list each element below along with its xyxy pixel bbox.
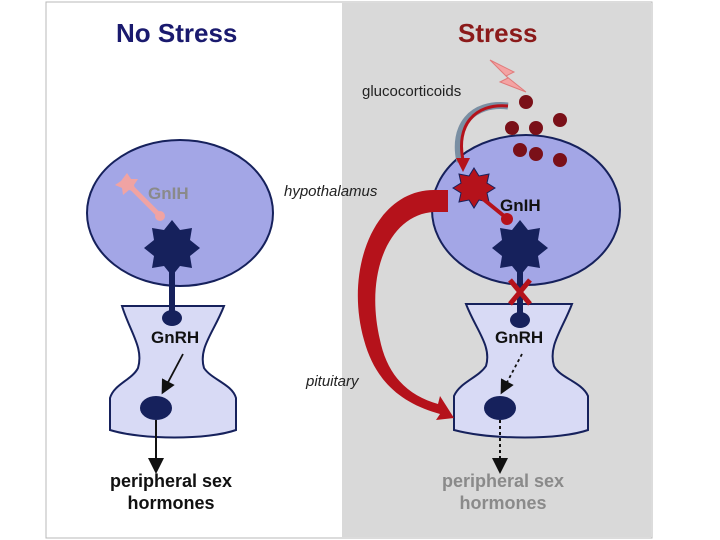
gnrh-terminal-left (162, 310, 182, 326)
gnih-axon-faded (128, 184, 160, 216)
glucocorticoid-molecules (505, 95, 567, 167)
output-left-line2: hormones (127, 493, 215, 513)
glucocorticoid-dot (529, 147, 543, 161)
output-left-line1: peripheral sex (109, 471, 233, 491)
pituitary-label: pituitary (306, 373, 359, 390)
gnrh-neuron-right (492, 220, 548, 276)
gnrh-terminal-right (510, 312, 530, 328)
glucocorticoid-dot (553, 153, 567, 167)
gnrh-release-arrow-left (161, 353, 184, 395)
hypothalamus-left (86, 139, 274, 287)
glucocorticoid-dot (513, 143, 527, 157)
glucocorticoid-dot (519, 95, 533, 109)
gnih-label-left: GnIH (148, 184, 189, 203)
stress-pathway-arrow (357, 190, 454, 420)
gnrh-label-left: GnRH (151, 328, 200, 347)
hypothalamus-label: hypothalamus (284, 183, 378, 200)
gnih-label-right: GnIH (500, 196, 541, 215)
gnih-axon-stressed (475, 192, 506, 218)
gnih-terminal-stressed (501, 213, 513, 225)
lightning-bolt-icon (489, 59, 527, 93)
gonadotroph-right (484, 396, 516, 420)
glucocorticoid-dot (553, 113, 567, 127)
glucocorticoid-arrow-head (456, 158, 470, 172)
gonadotroph-left (140, 396, 172, 420)
gnrh-release-arrow-right (500, 353, 523, 395)
output-right-line1: peripheral sex (441, 471, 565, 491)
output-right-line2: hormones (459, 493, 547, 513)
output-label-left: peripheral sex hormones (96, 470, 246, 514)
gnih-terminal-faded (155, 211, 165, 221)
x-cross-icon (508, 278, 532, 306)
glucocorticoids-label: glucocorticoids (362, 83, 462, 100)
glucocorticoid-curve-arrow (460, 104, 509, 161)
title-no-stress: No Stress (116, 18, 238, 48)
gnrh-neuron-left (144, 220, 200, 276)
output-label-right: peripheral sex hormones (428, 470, 578, 514)
glucocorticoid-dot (529, 121, 543, 135)
gnrh-label-right: GnRH (495, 328, 544, 347)
glucocorticoid-dot (505, 121, 519, 135)
title-stress: Stress (458, 18, 538, 48)
